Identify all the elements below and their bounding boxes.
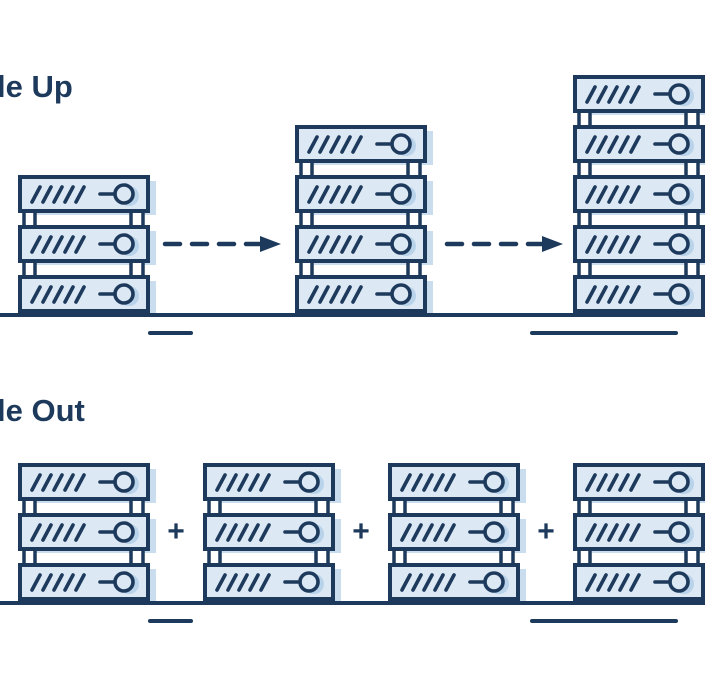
ground-line-bottom xyxy=(0,601,705,605)
power-knob-icon xyxy=(668,521,690,543)
power-knob-icon xyxy=(113,571,135,593)
server-icon xyxy=(18,175,150,213)
power-knob-icon xyxy=(390,133,412,155)
dashed-arrow-icon xyxy=(161,235,282,258)
server-stack xyxy=(573,75,705,315)
server-stack xyxy=(18,463,159,603)
server-icon xyxy=(18,563,150,601)
power-knob-icon xyxy=(113,521,135,543)
server-icon xyxy=(295,275,427,313)
power-knob-icon xyxy=(668,183,690,205)
server-icon xyxy=(573,275,705,313)
server-icon xyxy=(388,563,520,601)
server-stack-icon xyxy=(388,463,526,603)
server-icon xyxy=(295,125,427,163)
server-icon xyxy=(573,463,705,501)
server-icon xyxy=(18,463,150,501)
scale-out-title: le Out xyxy=(0,393,85,428)
ground-mark-long-bottom xyxy=(530,619,678,623)
server-icon xyxy=(18,225,150,263)
server-stack xyxy=(295,125,436,315)
server-stack-icon xyxy=(573,463,705,603)
power-knob-icon xyxy=(483,471,505,493)
server-icon xyxy=(203,563,335,601)
power-knob-icon xyxy=(668,471,690,493)
server-icon xyxy=(203,513,335,551)
server-icon xyxy=(388,463,520,501)
power-knob-icon xyxy=(113,283,135,305)
server-icon xyxy=(295,225,427,263)
server-icon xyxy=(18,513,150,551)
server-stack xyxy=(573,463,705,603)
power-knob-icon xyxy=(668,133,690,155)
server-stack-icon xyxy=(18,463,156,603)
power-knob-icon xyxy=(668,233,690,255)
power-knob-icon xyxy=(390,283,412,305)
server-icon xyxy=(573,225,705,263)
server-stack-icon xyxy=(295,125,433,315)
power-knob-icon xyxy=(483,571,505,593)
scale-up-title: le Up xyxy=(0,69,73,104)
server-stack-icon xyxy=(203,463,341,603)
server-icon xyxy=(18,275,150,313)
ground-line-top xyxy=(0,313,705,317)
server-stack xyxy=(203,463,344,603)
server-stack xyxy=(18,175,159,315)
power-knob-icon xyxy=(390,183,412,205)
ground-mark-short-bottom xyxy=(148,619,193,623)
server-icon xyxy=(573,513,705,551)
plus-separator: + xyxy=(537,515,555,548)
server-icon xyxy=(573,175,705,213)
server-stack-icon xyxy=(573,75,705,315)
power-knob-icon xyxy=(113,471,135,493)
dashed-arrow-icon xyxy=(443,235,564,258)
server-icon xyxy=(573,125,705,163)
server-stack xyxy=(388,463,529,603)
power-knob-icon xyxy=(113,233,135,255)
power-knob-icon xyxy=(668,571,690,593)
power-knob-icon xyxy=(298,571,320,593)
power-knob-icon xyxy=(113,183,135,205)
server-icon xyxy=(203,463,335,501)
ground-mark-short-top xyxy=(148,331,193,335)
power-knob-icon xyxy=(298,471,320,493)
server-stack-icon xyxy=(18,175,156,315)
power-knob-icon xyxy=(668,283,690,305)
server-icon xyxy=(573,563,705,601)
server-icon xyxy=(295,175,427,213)
plus-separator: + xyxy=(167,515,185,548)
ground-mark-long-top xyxy=(530,331,678,335)
power-knob-icon xyxy=(668,83,690,105)
power-knob-icon xyxy=(390,233,412,255)
power-knob-icon xyxy=(483,521,505,543)
server-icon xyxy=(573,75,705,113)
plus-separator: + xyxy=(352,515,370,548)
server-icon xyxy=(388,513,520,551)
power-knob-icon xyxy=(298,521,320,543)
